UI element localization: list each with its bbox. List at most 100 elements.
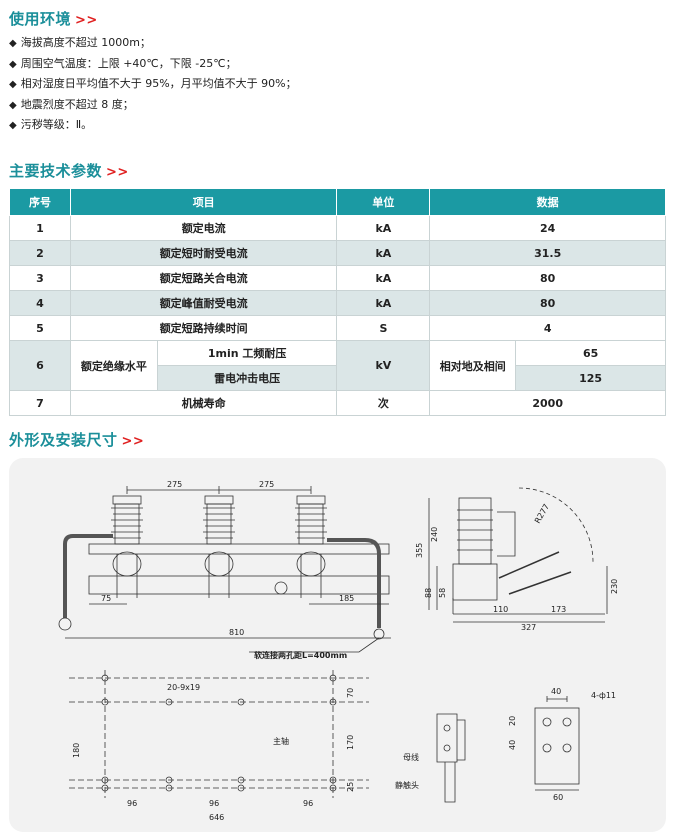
env-item: 地震烈度不超过 8 度； [9,95,297,116]
row-value: 80 [429,290,666,316]
dim-170: 170 [346,735,355,750]
row-no: 5 [9,315,71,341]
params-header-row: 序号 项目 单位 数据 [9,188,666,216]
table-row: 3 额定短路关合电流 kA 80 [9,265,666,291]
env-item: 污秽等级：Ⅱ。 [9,115,297,136]
env-section-title: 使用环境>> [9,8,98,29]
row-no: 1 [9,215,71,241]
dims-title-text: 外形及安装尺寸 [9,431,118,449]
dim-180: 180 [72,743,81,758]
row-no: 4 [9,290,71,316]
dim-275-a: 275 [167,480,182,489]
pole-right [295,495,327,598]
row-item: 机械寿命 [69,390,338,416]
soft-link-left [63,534,113,618]
env-item: 周围空气温度：上限 +40℃，下限 -25℃； [9,54,297,75]
table-row: 6 额定绝缘水平 1min 工频耐压 kV 相对地及相间 65 [9,340,666,391]
header-value: 数据 [429,188,666,216]
dimension-drawing: 275 275 75 185 810 软连接两孔距L=400mm 355 240… [58,480,619,822]
dim-646: 646 [209,813,224,822]
side-insulator [458,497,492,565]
row-no: 2 [9,240,71,266]
dim-173: 173 [551,605,566,614]
soft-link-note: 软连接两孔距L=400mm [254,650,347,660]
table-row: 2 额定短时耐受电流 kA 31.5 [9,240,666,266]
pole-middle [203,495,235,598]
row-value: 31.5 [429,240,666,266]
params-section-title: 主要技术参数>> [9,160,129,181]
table-row: 5 额定短路持续时间 S 4 [9,315,666,341]
dim-240: 240 [430,527,439,542]
busbar-label: 母线 [403,752,419,762]
header-item: 项目 [69,188,338,216]
plate-holes: 4-ф11 [591,691,616,700]
main-shaft-label: 主轴 [273,736,289,746]
row-item: 额定短路关合电流 [69,265,338,291]
row-value: 24 [429,215,666,241]
row-item: 额定绝缘水平 [69,340,158,391]
dim-96-b: 96 [209,799,219,808]
dim-275-b: 275 [259,480,274,489]
dims-section-title: 外形及安装尺寸>> [9,429,144,450]
env-list: 海拔高度不超过 1000m； 周围空气温度：上限 +40℃，下限 -25℃； 相… [9,33,297,136]
dim-810: 810 [229,628,244,637]
row-subitem: 1min 工频耐压 [156,340,338,366]
table-row: 1 额定电流 kA 24 [9,215,666,241]
row-subitem: 雷电冲击电压 [156,365,338,391]
mount-plan: 20-9x19 主轴 70 170 25 180 96 96 96 646 [69,670,369,822]
contact-label: 静触头 [395,780,419,790]
side-view: 355 240 88 58 110 173 327 230 R277 [415,487,619,632]
row-no: 7 [9,390,71,416]
row-value: 65 [515,340,666,366]
dim-r277: R277 [533,502,551,525]
row-unit: kA [336,290,431,316]
env-title-text: 使用环境 [9,10,72,28]
header-unit: 单位 [336,188,431,216]
dim-75: 75 [101,594,111,603]
front-base [88,575,390,595]
pole-left [111,495,143,598]
row-item: 额定短路持续时间 [69,315,338,341]
dims-arrows: >> [121,434,145,449]
dim-58: 58 [438,588,447,598]
env-arrows: >> [75,13,98,28]
dim-110: 110 [493,605,508,614]
params-arrows: >> [106,165,129,180]
dim-70: 70 [346,688,355,698]
dim-holes: 20-9x19 [167,683,200,692]
dim-25: 25 [346,782,355,792]
plate-dim-20: 20 [508,716,517,726]
row-condition: 相对地及相间 [429,340,517,391]
dim-355: 355 [415,543,424,558]
row-item: 额定峰值耐受电流 [69,290,338,316]
front-view: 275 275 75 185 810 软连接两孔距L=400mm [58,480,391,660]
row-value: 4 [429,315,666,341]
row-unit: 次 [336,390,431,416]
terminal-detail: 母线 静触头 [395,713,466,803]
header-no: 序号 [9,188,71,216]
plate-dim-40-v: 40 [508,740,517,750]
dim-185: 185 [339,594,354,603]
dim-230: 230 [610,579,619,594]
row-value: 125 [515,365,666,391]
params-title-text: 主要技术参数 [9,162,103,180]
dim-96-c: 96 [303,799,313,808]
row-no: 3 [9,265,71,291]
plate-detail: 40 4-ф11 20 40 60 [508,687,616,802]
table-row: 4 额定峰值耐受电流 kA 80 [9,290,666,316]
row-item: 额定电流 [69,215,338,241]
row-unit: kA [336,215,431,241]
env-item: 相对湿度日平均值不大于 95%，月平均值不大于 90%； [9,74,297,95]
row-value: 2000 [429,390,666,416]
front-crossbeam [88,543,390,555]
plate-dim-40: 40 [551,687,561,696]
row-unit: kA [336,240,431,266]
row-no: 6 [9,340,71,391]
table-row: 7 机械寿命 次 2000 [9,390,666,416]
row-unit: kA [336,265,431,291]
env-item: 海拔高度不超过 1000m； [9,33,297,54]
plate-dim-60: 60 [553,793,563,802]
params-table: 序号 项目 单位 数据 1 额定电流 kA 24 2 额定短时耐受电流 kA 3… [9,188,666,416]
dimension-drawing-panel: 275 275 75 185 810 软连接两孔距L=400mm 355 240… [9,458,666,832]
dim-327: 327 [521,623,536,632]
